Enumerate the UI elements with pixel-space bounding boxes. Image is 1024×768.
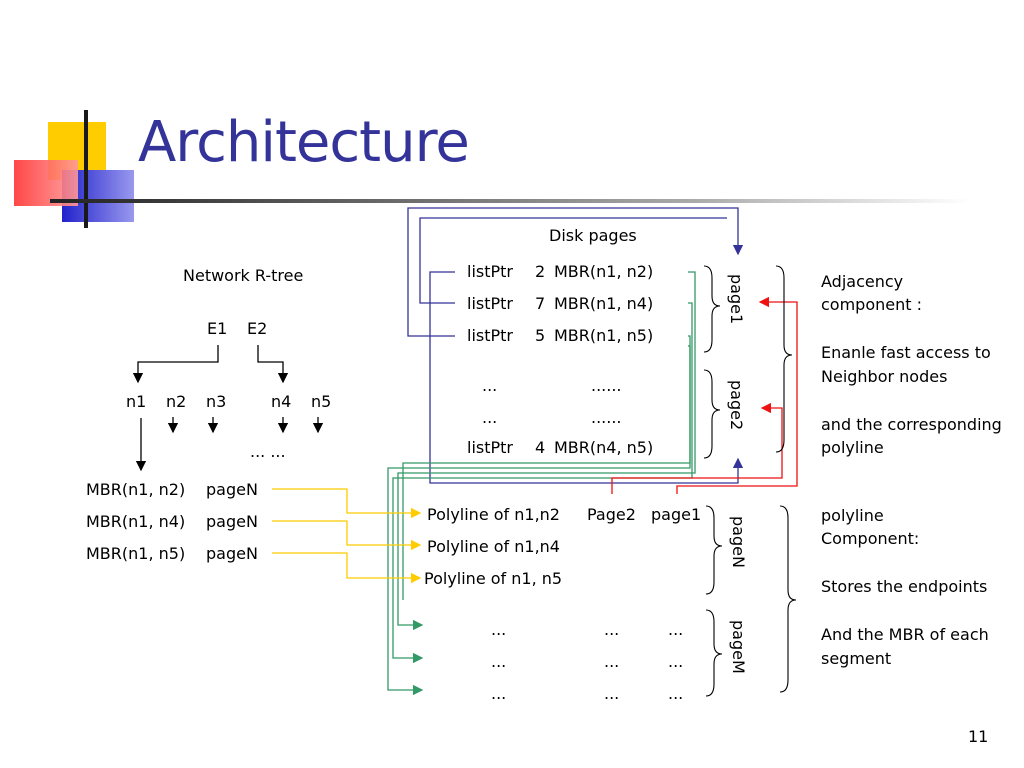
title-rule (50, 199, 970, 203)
rtree-ellipsis: ... ... (250, 442, 286, 461)
pagen-label: pageN (729, 516, 748, 568)
adjacency-brace (775, 265, 793, 453)
adj-row-2-mbr: MBR(n1, n4) (554, 294, 654, 313)
page-title: Architecture (138, 110, 470, 175)
entry-3-to-polyline-arrow (272, 552, 422, 584)
logo-vertical-bar (84, 110, 88, 228)
adj-row-5-ptr: ... (482, 408, 498, 427)
entry-page-3: pageN (206, 544, 258, 563)
entry-1-to-polyline-arrow (272, 488, 422, 519)
page1-label: page1 (727, 274, 746, 325)
page2-ref-arrow (611, 402, 783, 494)
polyline-desc-line-1: Stores the endpoints (821, 577, 988, 596)
adjacency-desc-line-2: Neighbor nodes (821, 367, 948, 386)
listptr-n1n2-loop (429, 271, 744, 484)
node-n4: n4 (271, 392, 292, 411)
rtree-entry-e2: E2 (247, 319, 268, 338)
poly-row-3-name: Polyline of n1, n5 (424, 569, 563, 588)
node-n3: n3 (206, 392, 227, 411)
page1-ref-arrow (676, 296, 798, 494)
entry-page-2: pageN (206, 512, 258, 531)
polyline-title-line-1: polyline (821, 506, 884, 525)
page1-brace (703, 265, 721, 353)
slide-number: 11 (968, 727, 989, 746)
green-connectors (387, 271, 696, 696)
green-line-4 (402, 345, 691, 600)
rtree-arrows (132, 345, 324, 472)
pagen-brace (705, 505, 723, 595)
red-block (14, 160, 78, 206)
pagem-label: pageM (729, 620, 748, 674)
poly-ellipsis-3b: ... (604, 684, 620, 703)
adj-row-1-mbr: MBR(n1, n2) (554, 262, 654, 281)
poly-ellipsis-3c: ... (668, 684, 684, 703)
polyline-desc-line-2: And the MBR of each (821, 625, 989, 644)
poly-ellipsis-1b: ... (604, 620, 620, 639)
poly-row-1-name: Polyline of n1,n2 (427, 505, 560, 524)
poly-ellipsis-1c: ... (668, 620, 684, 639)
blue-connectors (407, 207, 744, 484)
rtree-entry-e1: E1 (207, 319, 228, 338)
adj-row-6-ptr: listPtr (467, 438, 513, 457)
e2-to-n4-arrow (257, 345, 289, 384)
adj-row-5-mbr: ...... (591, 408, 622, 427)
entry-2-to-polyline-arrow (272, 520, 422, 551)
adj-row-3-mbr: MBR(n1, n5) (554, 326, 654, 345)
node-n5: n5 (311, 392, 332, 411)
red-connectors (611, 296, 798, 494)
adj-row-2-ptr: listPtr (467, 294, 513, 313)
disk-heading: Disk pages (549, 226, 637, 245)
adj-row-6-mbr: MBR(n4, n5) (554, 438, 654, 457)
adj-row-1-ptr: listPtr (467, 262, 513, 281)
e1-to-n1-arrow (132, 345, 219, 384)
page2-label: page2 (727, 380, 746, 431)
listptr-n1n4-loop (419, 217, 727, 304)
yellow-connectors (272, 488, 422, 584)
poly-row-1-page-b: page1 (651, 505, 702, 524)
adjacency-desc-line-4: polyline (821, 438, 884, 457)
page2-brace (703, 369, 721, 459)
polyline-title-line-2: Component: (821, 529, 920, 548)
listptr-n1n5-to-disk-arrow (407, 207, 744, 337)
entry-mbr-2: MBR(n1, n4) (86, 512, 186, 531)
adj-row-2-count: 7 (535, 294, 546, 313)
adjacency-desc-line-3: and the corresponding (821, 415, 1002, 434)
adj-row-4-mbr: ...... (591, 376, 622, 395)
entry-mbr-3: MBR(n1, n5) (86, 544, 186, 563)
rtree-heading: Network R-tree (183, 266, 304, 285)
poly-row-1-page-a: Page2 (587, 505, 636, 524)
adjacency-title-line-1: Adjacency (821, 272, 904, 291)
entry-page-1: pageN (206, 480, 258, 499)
adjacency-title-line-2: component : (821, 295, 922, 314)
pagem-brace (705, 609, 723, 697)
poly-ellipsis-1a: ... (491, 620, 507, 639)
poly-row-2-name: Polyline of n1,n4 (427, 537, 560, 556)
braces (703, 265, 797, 697)
node-n2: n2 (166, 392, 187, 411)
adj-row-1-count: 2 (535, 262, 546, 281)
adjacency-desc-line-1: Enanle fast access to (821, 343, 991, 362)
adj-row-3-count: 5 (535, 326, 546, 345)
poly-ellipsis-2a: ... (491, 652, 507, 671)
polyline-brace (779, 505, 797, 693)
green-line-2 (392, 302, 693, 664)
adj-row-6-count: 4 (535, 438, 546, 457)
entry-mbr-1: MBR(n1, n2) (86, 480, 186, 499)
green-line-3 (387, 335, 691, 696)
poly-ellipsis-2b: ... (604, 652, 620, 671)
adj-row-3-ptr: listPtr (467, 326, 513, 345)
green-line-1 (397, 271, 696, 631)
polyline-desc-line-3: segment (821, 649, 892, 668)
poly-ellipsis-2c: ... (668, 652, 684, 671)
adj-row-4-ptr: ... (482, 376, 498, 395)
node-n1: n1 (126, 392, 147, 411)
poly-ellipsis-3a: ... (491, 684, 507, 703)
